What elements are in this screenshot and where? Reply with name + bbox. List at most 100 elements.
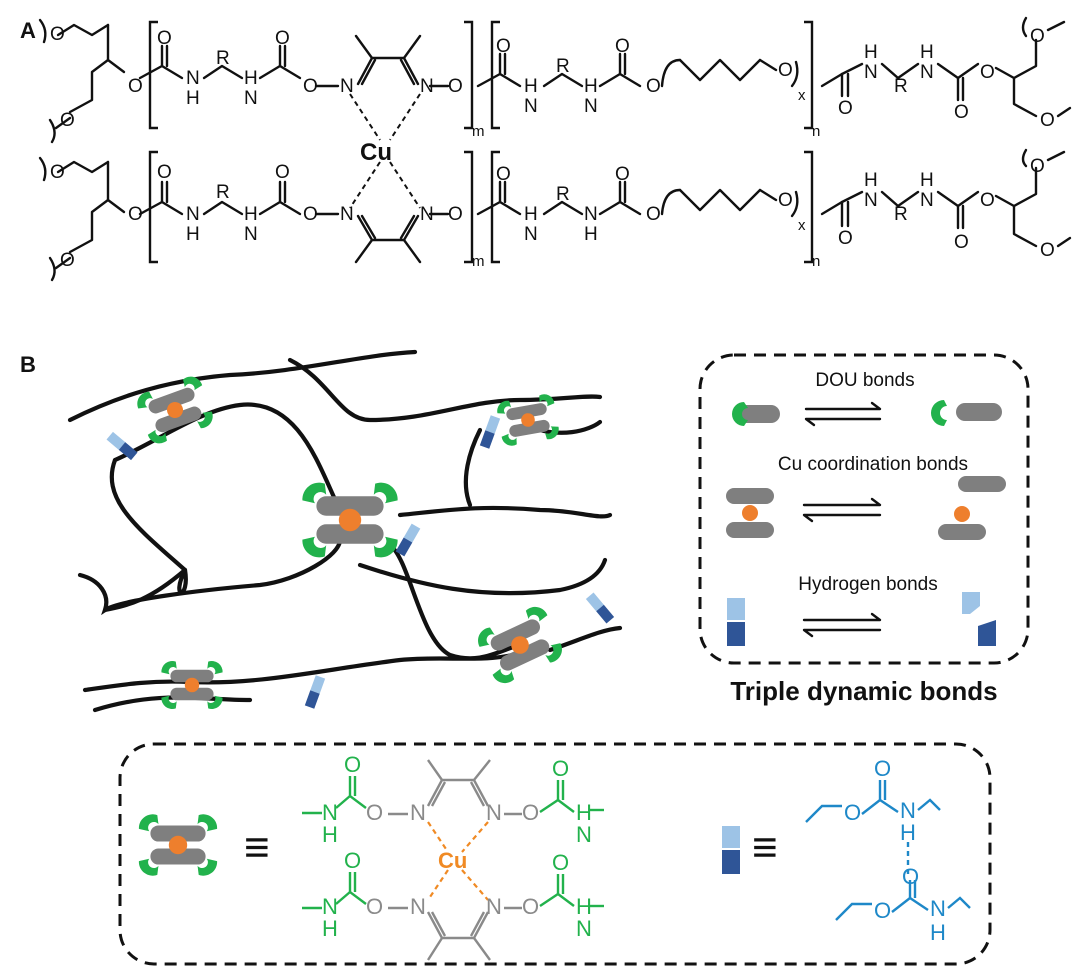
atom-h: H bbox=[576, 800, 592, 825]
hbond-key-dark bbox=[722, 850, 740, 874]
atom-o: O bbox=[522, 800, 539, 825]
atom-n: N bbox=[930, 896, 946, 921]
atom-h: H bbox=[900, 820, 916, 845]
atom-h: H bbox=[244, 68, 258, 89]
atom-o: O bbox=[1030, 26, 1045, 47]
atom-n: N bbox=[410, 894, 426, 919]
atom-h: H bbox=[920, 42, 934, 63]
atom-o: O bbox=[1040, 240, 1055, 261]
atom-r: R bbox=[556, 56, 570, 77]
atom-h: H bbox=[524, 76, 538, 97]
atom-o: O bbox=[496, 164, 511, 185]
atom-o: O bbox=[448, 204, 463, 225]
subscript-m: m bbox=[472, 253, 485, 270]
dou-cu-structure: O N H O N N O O H N Cu bbox=[302, 752, 604, 961]
legend-hbond-label: Hydrogen bonds bbox=[798, 574, 937, 595]
atom-n: N bbox=[486, 894, 502, 919]
atom-n: N bbox=[576, 916, 592, 941]
atom-o: O bbox=[344, 752, 361, 777]
atom-h: H bbox=[920, 170, 934, 191]
atom-o: O bbox=[954, 232, 969, 253]
atom-o: O bbox=[128, 204, 143, 225]
atom-o: O bbox=[522, 894, 539, 919]
hbond-marker bbox=[395, 523, 421, 557]
atom-o: O bbox=[838, 228, 853, 249]
atom-o: O bbox=[874, 756, 891, 781]
atom-o: O bbox=[1030, 156, 1045, 177]
atom-n: N bbox=[864, 190, 878, 211]
atom-o: O bbox=[552, 756, 569, 781]
atom-n: N bbox=[584, 96, 598, 117]
atom-o: O bbox=[448, 76, 463, 97]
atom-o: O bbox=[303, 76, 318, 97]
atom-h: H bbox=[186, 88, 200, 109]
atom-n: N bbox=[920, 62, 934, 83]
legend-triple-dynamic-bonds: DOU bonds Cu coordination bonds Hydrogen… bbox=[698, 353, 1030, 706]
atom-n: N bbox=[864, 62, 878, 83]
atom-o: O bbox=[615, 36, 630, 57]
atom-h: H bbox=[244, 204, 258, 225]
atom-n: N bbox=[524, 224, 538, 245]
atom-o: O bbox=[275, 28, 290, 49]
atom-n: N bbox=[340, 76, 354, 97]
atom-o: O bbox=[954, 102, 969, 123]
atom-n: N bbox=[584, 204, 598, 225]
subscript-x: x bbox=[798, 87, 806, 104]
atom-o: O bbox=[366, 800, 383, 825]
cu-center-label: Cu bbox=[360, 139, 392, 166]
symbol-key-box: ≡ O N H O N N O O H N bbox=[118, 742, 992, 966]
cu-node-key-symbol bbox=[138, 814, 218, 876]
atom-n: N bbox=[186, 68, 200, 89]
atom-n: N bbox=[420, 204, 434, 225]
atom-n: N bbox=[576, 822, 592, 847]
atom-n: N bbox=[244, 88, 258, 109]
cu-node-symbol bbox=[161, 660, 223, 710]
atom-h: H bbox=[524, 204, 538, 225]
atom-o: O bbox=[128, 76, 143, 97]
subscript-m: m bbox=[472, 123, 485, 140]
atom-h: H bbox=[864, 42, 878, 63]
key-cu-label: Cu bbox=[438, 848, 467, 873]
atom-o: O bbox=[60, 250, 75, 271]
atom-h: H bbox=[584, 224, 598, 245]
atom-o: O bbox=[615, 164, 630, 185]
atom-h: H bbox=[930, 920, 946, 945]
legend-cu-label: Cu coordination bonds bbox=[778, 454, 968, 475]
atom-h: H bbox=[322, 822, 338, 847]
chem-bottom-labels: O O O O N H R H N O O N N O m O H N R N … bbox=[50, 156, 1055, 271]
atom-n: N bbox=[410, 800, 426, 825]
atom-r: R bbox=[894, 204, 908, 225]
cu-node-symbol bbox=[302, 482, 398, 558]
atom-h: H bbox=[322, 916, 338, 941]
atom-o: O bbox=[874, 898, 891, 923]
atom-o: O bbox=[366, 894, 383, 919]
atom-o: O bbox=[1040, 110, 1055, 131]
atom-o: O bbox=[778, 190, 793, 211]
subscript-n: n bbox=[812, 123, 820, 140]
atom-r: R bbox=[894, 76, 908, 97]
atom-r: R bbox=[216, 48, 230, 69]
chem-top-row bbox=[38, 16, 1072, 144]
hbond-key-light bbox=[722, 826, 740, 848]
atom-o: O bbox=[303, 204, 318, 225]
subscript-n: n bbox=[812, 253, 820, 270]
atom-o: O bbox=[552, 850, 569, 875]
equiv-sign: ≡ bbox=[752, 823, 778, 872]
urethane-hbond-structure bbox=[805, 780, 971, 921]
atom-n: N bbox=[186, 204, 200, 225]
atom-o: O bbox=[60, 110, 75, 131]
atom-o: O bbox=[838, 98, 853, 119]
atom-o: O bbox=[980, 62, 995, 83]
atom-n: N bbox=[340, 204, 354, 225]
atom-n: N bbox=[900, 798, 916, 823]
atom-n: N bbox=[420, 76, 434, 97]
subscript-x: x bbox=[798, 217, 806, 234]
atom-o: O bbox=[344, 848, 361, 873]
atom-n: N bbox=[322, 800, 338, 825]
atom-n: N bbox=[920, 190, 934, 211]
atom-h: H bbox=[584, 76, 598, 97]
atom-n: N bbox=[524, 96, 538, 117]
hbond-marker bbox=[479, 415, 501, 449]
atom-n: N bbox=[244, 224, 258, 245]
